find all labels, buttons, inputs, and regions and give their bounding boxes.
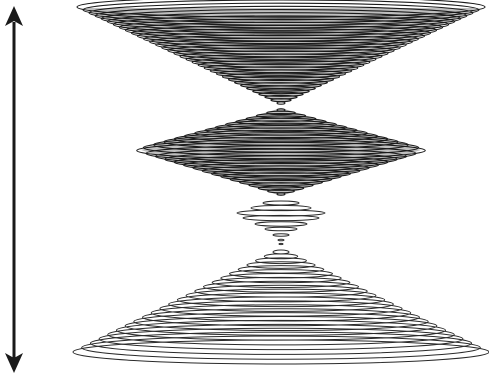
small-lobe-ellipse <box>265 227 297 231</box>
upper-cone <box>77 0 485 104</box>
lower-cone <box>73 250 489 364</box>
small-lobe-ellipse <box>263 201 299 205</box>
middle-diamond <box>137 108 425 196</box>
small-lobes <box>237 201 325 245</box>
small-lobe-ellipse <box>273 234 289 236</box>
lower-cone-ellipse <box>73 340 489 364</box>
small-lobe-ellipse <box>278 239 284 241</box>
lower-cone-ellipse <box>247 262 315 269</box>
upper-cone-ellipse <box>277 102 285 104</box>
lower-cone-ellipse <box>186 289 376 302</box>
small-lobe-ellipse <box>279 243 283 244</box>
small-lobe-ellipse <box>255 222 307 226</box>
lower-cone-ellipse <box>273 250 289 254</box>
double-headed-arrow-icon <box>5 6 23 373</box>
